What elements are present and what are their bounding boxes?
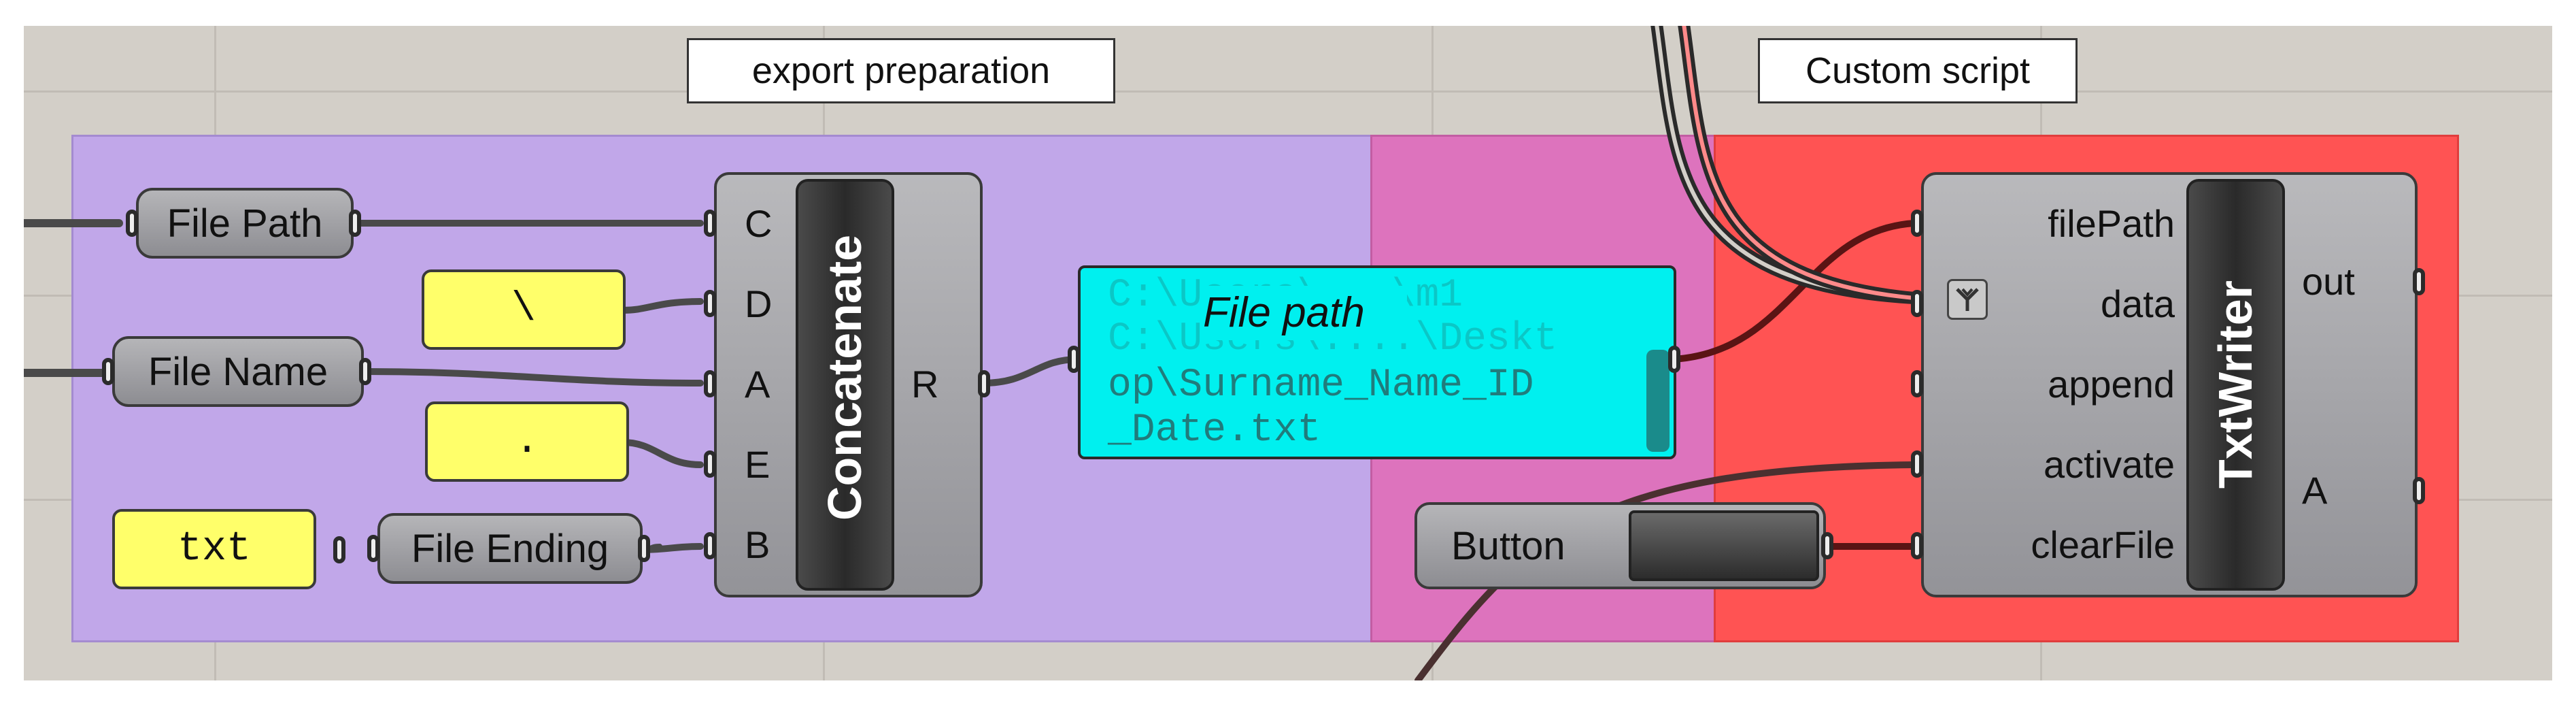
wire-filename-a xyxy=(364,368,704,387)
wire-dot-e xyxy=(619,439,704,468)
file-name-param[interactable]: File Name xyxy=(112,336,364,407)
group-label-export-preparation: export preparation xyxy=(687,38,1115,103)
output-label-r: R xyxy=(911,363,939,406)
concatenate-title-bar xyxy=(796,179,894,591)
output-label-a: A xyxy=(2302,469,2328,512)
input-grip-b[interactable] xyxy=(704,532,716,559)
file-path-panel[interactable]: C:\Users\...\m1 C:\Users\....\Deskt op\S… xyxy=(1078,265,1676,459)
input-grip[interactable] xyxy=(102,358,114,385)
output-grip[interactable] xyxy=(638,535,650,562)
txtwriter-title: TxtWriter xyxy=(2209,280,2262,489)
input-label-b: B xyxy=(745,523,770,566)
input-label-append: append xyxy=(2048,363,2175,406)
input-grip-activate[interactable] xyxy=(1911,450,1923,478)
output-grip-r[interactable] xyxy=(978,370,990,397)
file-ending-param[interactable]: File Ending xyxy=(377,513,643,584)
input-grip-a[interactable] xyxy=(704,370,716,397)
input-grip[interactable] xyxy=(126,210,138,237)
file-path-param[interactable]: File Path xyxy=(136,188,354,259)
wire-data-2-core xyxy=(1682,26,1916,300)
input-label-c: C xyxy=(745,202,773,245)
button-pad[interactable] xyxy=(1629,510,1819,581)
wire-r-panel xyxy=(979,356,1081,387)
input-label-clearfile: clearFile xyxy=(2031,523,2175,566)
output-label-out: out xyxy=(2302,260,2355,303)
input-grip-append[interactable] xyxy=(1911,370,1923,397)
panel-line: op\Surname_Name_ID xyxy=(1108,363,1534,408)
wire-backslash-d xyxy=(619,298,704,314)
input-grip-data[interactable] xyxy=(1911,290,1923,317)
panel-line: _Date.txt xyxy=(1108,408,1321,453)
panel-scrollbar[interactable] xyxy=(1646,350,1670,452)
output-grip[interactable] xyxy=(1821,532,1833,559)
input-label-a: A xyxy=(745,363,770,406)
input-grip-d[interactable] xyxy=(704,290,716,317)
panel-backslash[interactable]: \ xyxy=(422,269,626,350)
output-grip-out[interactable] xyxy=(2413,268,2425,295)
input-label-data: data xyxy=(2101,282,2175,325)
input-label-d: D xyxy=(745,282,773,325)
panel-txt[interactable]: txt xyxy=(112,509,316,589)
panel-caption: File path xyxy=(1203,286,1407,340)
txtwriter-component[interactable] xyxy=(1921,172,2418,597)
button-label: Button xyxy=(1451,523,1565,568)
output-grip[interactable] xyxy=(359,358,371,385)
input-grip-clearfile[interactable] xyxy=(1911,532,1923,559)
input-label-activate: activate xyxy=(2044,443,2175,486)
output-grip-a[interactable] xyxy=(2413,477,2425,504)
input-grip-filepath[interactable] xyxy=(1911,210,1923,237)
wire-panel-filepath xyxy=(1670,220,1918,363)
input-label-filepath: filePath xyxy=(2048,202,2175,245)
concatenate-title: Concatenate xyxy=(818,234,871,521)
group-label-custom-script: Custom script xyxy=(1758,38,2078,103)
input-grip-e[interactable] xyxy=(704,450,716,478)
panel-dot[interactable]: . xyxy=(425,401,629,482)
flatten-icon[interactable] xyxy=(1947,279,1988,320)
input-label-e: E xyxy=(745,443,770,486)
input-grip[interactable] xyxy=(367,535,379,562)
input-grip[interactable] xyxy=(1068,346,1080,373)
txtwriter-title-bar xyxy=(2186,179,2285,591)
grid-line xyxy=(24,91,2552,93)
output-grip[interactable] xyxy=(333,536,345,563)
wires xyxy=(24,26,1920,680)
input-grip-c[interactable] xyxy=(704,210,716,237)
output-grip[interactable] xyxy=(1668,346,1680,373)
grasshopper-canvas[interactable]: export preparation Custom script File Pa… xyxy=(24,26,2552,680)
output-grip[interactable] xyxy=(349,210,361,237)
